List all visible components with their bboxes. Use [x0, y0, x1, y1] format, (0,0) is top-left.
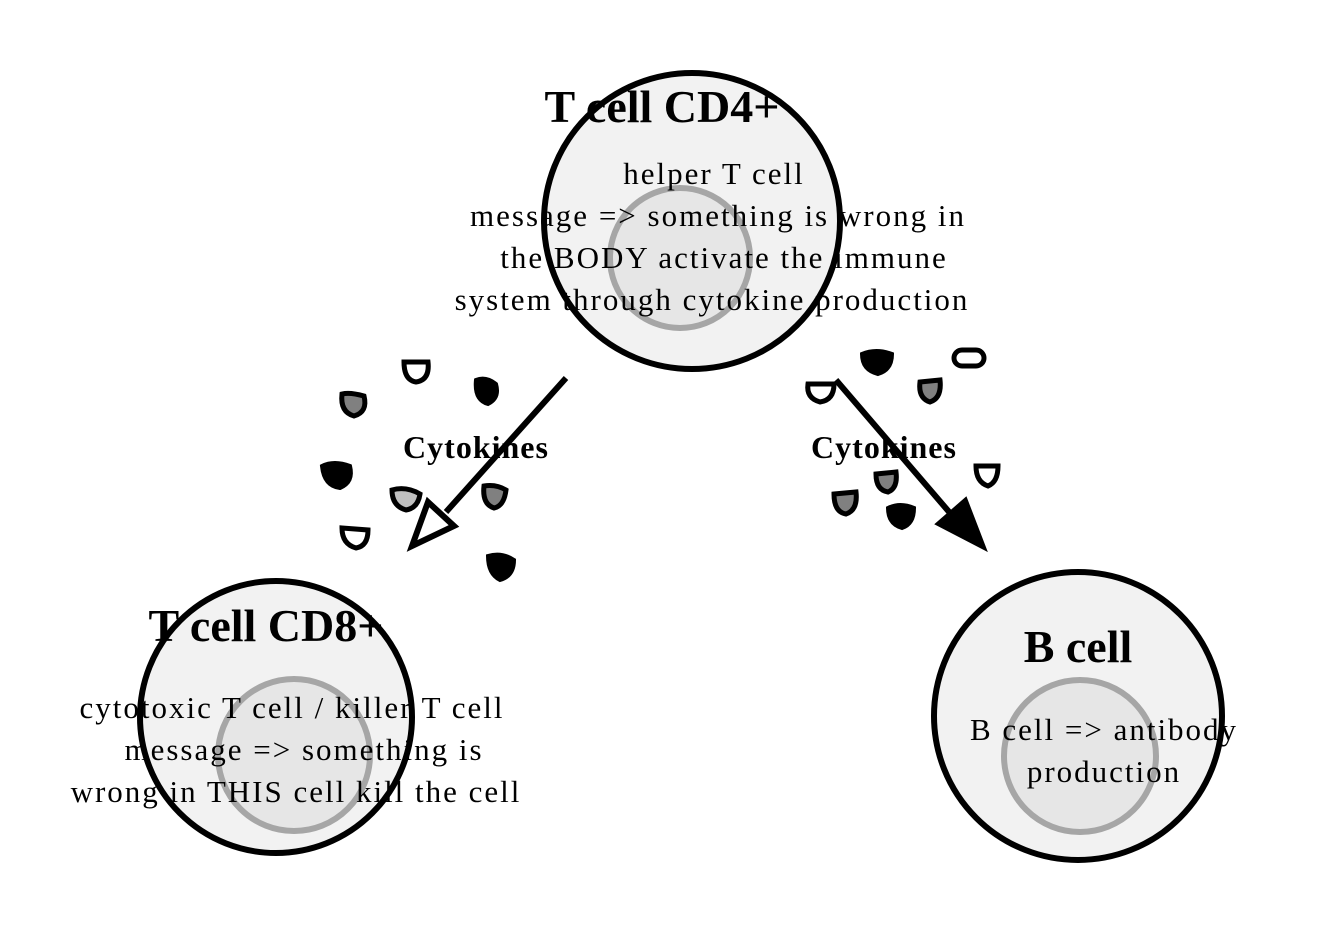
cell-b-line-2: production	[1027, 754, 1181, 789]
cell-cd8-line-1: cytotoxic T cell / killer T cell	[79, 690, 504, 725]
cell-b-title: B cell	[1024, 621, 1133, 672]
cytokine-particle	[917, 377, 943, 405]
cell-cd8-nucleus	[215, 676, 373, 834]
cytokine-particle	[859, 349, 895, 377]
cytokines-label-left: Cytokines	[403, 429, 549, 465]
cell-cd8-line-3: wrong in THIS cell kill the cell	[71, 774, 522, 809]
cell-cd4-line-3: the BODY activate the immune	[500, 240, 947, 275]
cell-cd8-line-2: message => something is	[124, 732, 483, 767]
cytokine-particle	[481, 483, 509, 511]
cell-cd4-line-4: system through cytokine production	[455, 282, 970, 317]
cell-cd8-title: T cell CD8+	[149, 600, 384, 651]
cytokine-particle	[339, 390, 368, 419]
cell-cd4-line-2: message => something is wrong in	[470, 198, 966, 233]
arrow-to-bcell-head	[934, 496, 988, 553]
cytokine-cluster-right	[805, 347, 1001, 531]
cell-cd4-nucleus	[607, 185, 753, 331]
cell-b: B cell B cell => antibody production	[931, 569, 1238, 863]
cytokine-particle	[401, 359, 431, 385]
cytokine-particle	[339, 525, 371, 551]
cytokine-particle	[873, 469, 899, 495]
cell-cd4-line-1: helper T cell	[623, 156, 805, 191]
cytokine-particle	[951, 347, 987, 369]
cytokine-cluster-left	[319, 359, 517, 583]
cell-cd8: T cell CD8+ cytotoxic T cell / killer T …	[71, 578, 522, 856]
cytokine-particle	[885, 503, 917, 531]
cell-b-line-1: B cell => antibody	[970, 712, 1238, 747]
arrow-to-bcell	[833, 378, 988, 553]
cytokine-particle	[473, 376, 499, 407]
cell-cd4-title: T cell CD4+	[545, 81, 780, 132]
arrow-to-cd8-shaft	[443, 375, 569, 515]
cytokine-particle	[973, 463, 1001, 489]
arrow-to-cd8-head	[406, 496, 460, 552]
arrow-to-cd8	[406, 375, 569, 552]
cell-cd4: T cell CD4+ helper T cell message => som…	[455, 70, 970, 372]
arrow-to-bcell-shaft	[833, 378, 959, 522]
cell-b-nucleus	[1001, 677, 1159, 835]
cytokine-particle	[805, 381, 837, 405]
cytokine-particle	[831, 489, 859, 517]
cytokines-label-right: Cytokines	[811, 429, 957, 465]
cytokine-particle	[319, 461, 353, 491]
cytokine-particle	[389, 486, 423, 513]
cytokine-particle	[485, 552, 517, 583]
